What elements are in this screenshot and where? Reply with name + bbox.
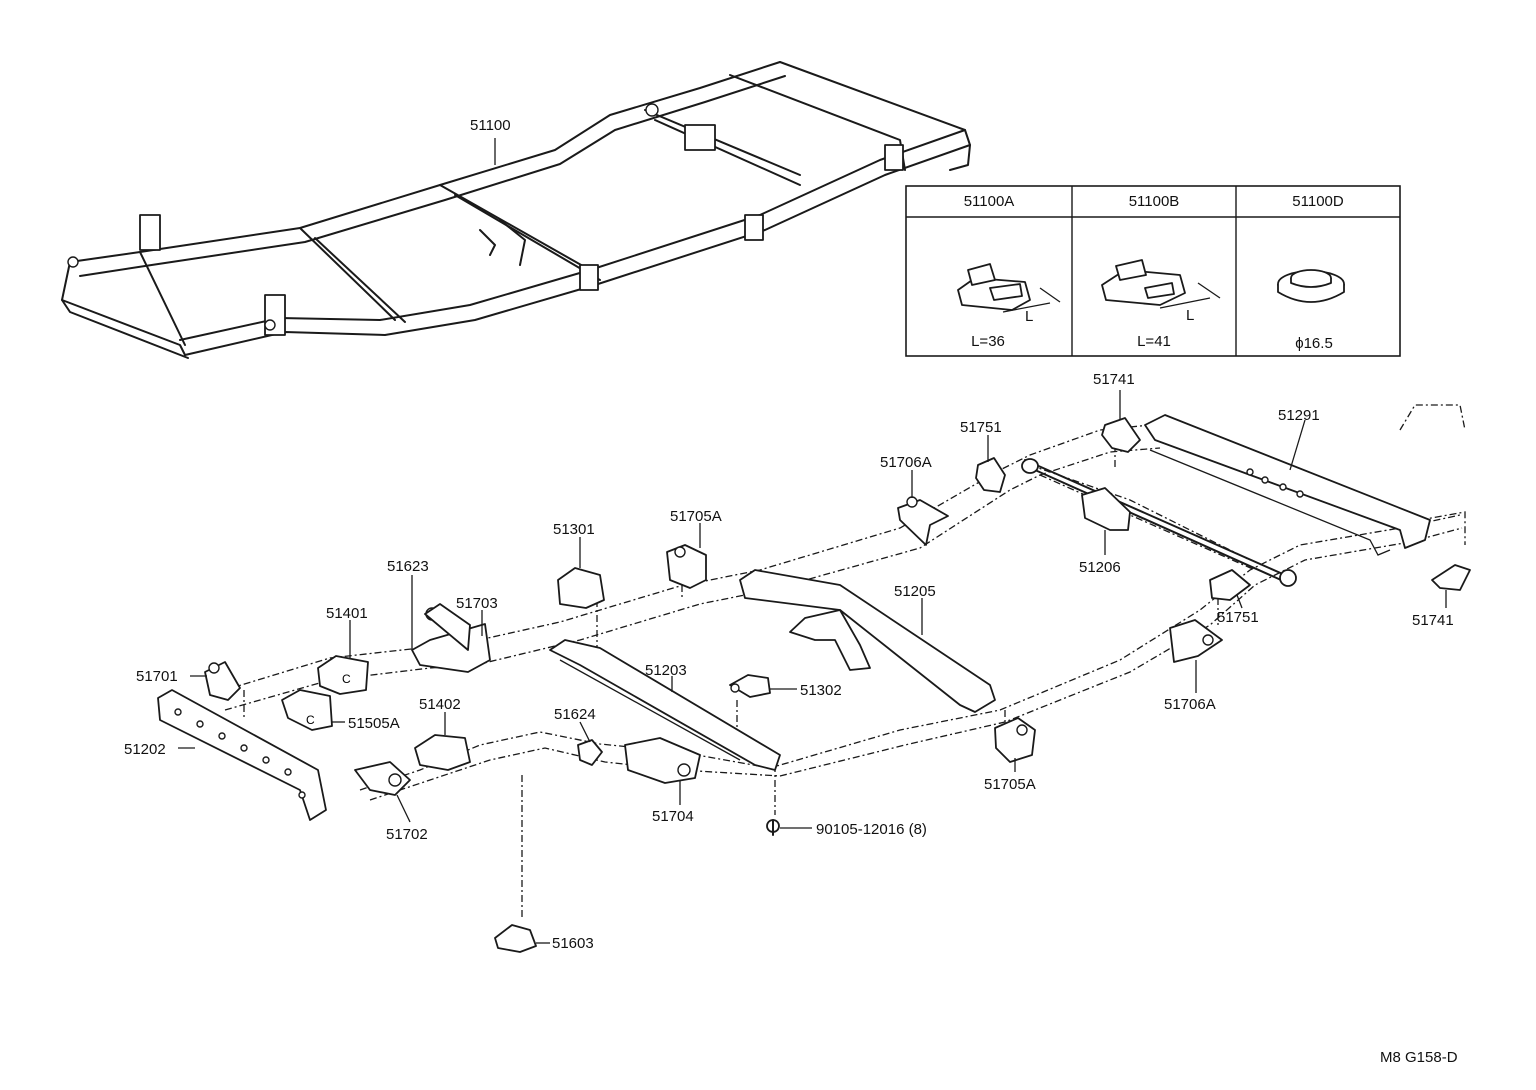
inset-value-d: ϕ16.5	[1295, 335, 1333, 352]
label-51206: 51206	[1079, 559, 1121, 576]
svg-text:C: C	[342, 672, 351, 686]
label-51741-lower: 51741	[1412, 612, 1454, 629]
inset-header-51100B: 51100B	[1129, 193, 1180, 210]
label-51100: 51100	[470, 117, 511, 134]
label-51702: 51702	[386, 826, 428, 843]
label-51505A: 51505A	[348, 715, 400, 732]
label-51603: 51603	[552, 935, 594, 952]
inset-header-51100D: 51100D	[1292, 193, 1344, 210]
label-51704: 51704	[652, 808, 694, 825]
label-51401: 51401	[326, 605, 368, 622]
label-51402: 51402	[419, 696, 461, 713]
cushion-51100A-drawing	[957, 263, 1061, 313]
frame-assembly-drawing	[61, 61, 971, 359]
label-51741-upper: 51741	[1093, 371, 1135, 388]
label-51701: 51701	[136, 668, 178, 685]
label-51203: 51203	[645, 662, 687, 679]
inset-value-a: L=36	[971, 333, 1005, 350]
label-51705A-upper: 51705A	[670, 508, 722, 525]
inset-header-51100A: 51100A	[964, 193, 1015, 210]
label-51623: 51623	[387, 558, 429, 575]
label-51706A-lower: 51706A	[1164, 696, 1216, 713]
inset-L-a: L	[1025, 308, 1033, 325]
label-51751-upper: 51751	[960, 419, 1002, 436]
inset-table: 51100A 51100B 51100D L L=36 L L=41	[905, 185, 1401, 357]
label-51703: 51703	[456, 595, 498, 612]
inset-value-b: L=41	[1137, 333, 1171, 350]
svg-text:C: C	[306, 713, 315, 727]
cushion-51100B-drawing	[1101, 259, 1221, 309]
label-51205: 51205	[894, 583, 936, 600]
label-51706A-upper: 51706A	[880, 454, 932, 471]
figure-code: M8 G158-D	[1380, 1049, 1458, 1066]
label-51291: 51291	[1278, 407, 1320, 424]
label-51302: 51302	[800, 682, 842, 699]
inset-L-b: L	[1186, 307, 1194, 324]
exploded-frame-drawing: C C	[157, 390, 1471, 953]
label-51202: 51202	[124, 741, 166, 758]
label-51301: 51301	[553, 521, 595, 538]
label-51705A-lower: 51705A	[984, 776, 1036, 793]
label-51751-lower: 51751	[1217, 609, 1259, 626]
plug-51100D-drawing	[1277, 269, 1345, 303]
label-51624: 51624	[554, 706, 596, 723]
label-90105-12016: 90105-12016 (8)	[816, 821, 927, 838]
